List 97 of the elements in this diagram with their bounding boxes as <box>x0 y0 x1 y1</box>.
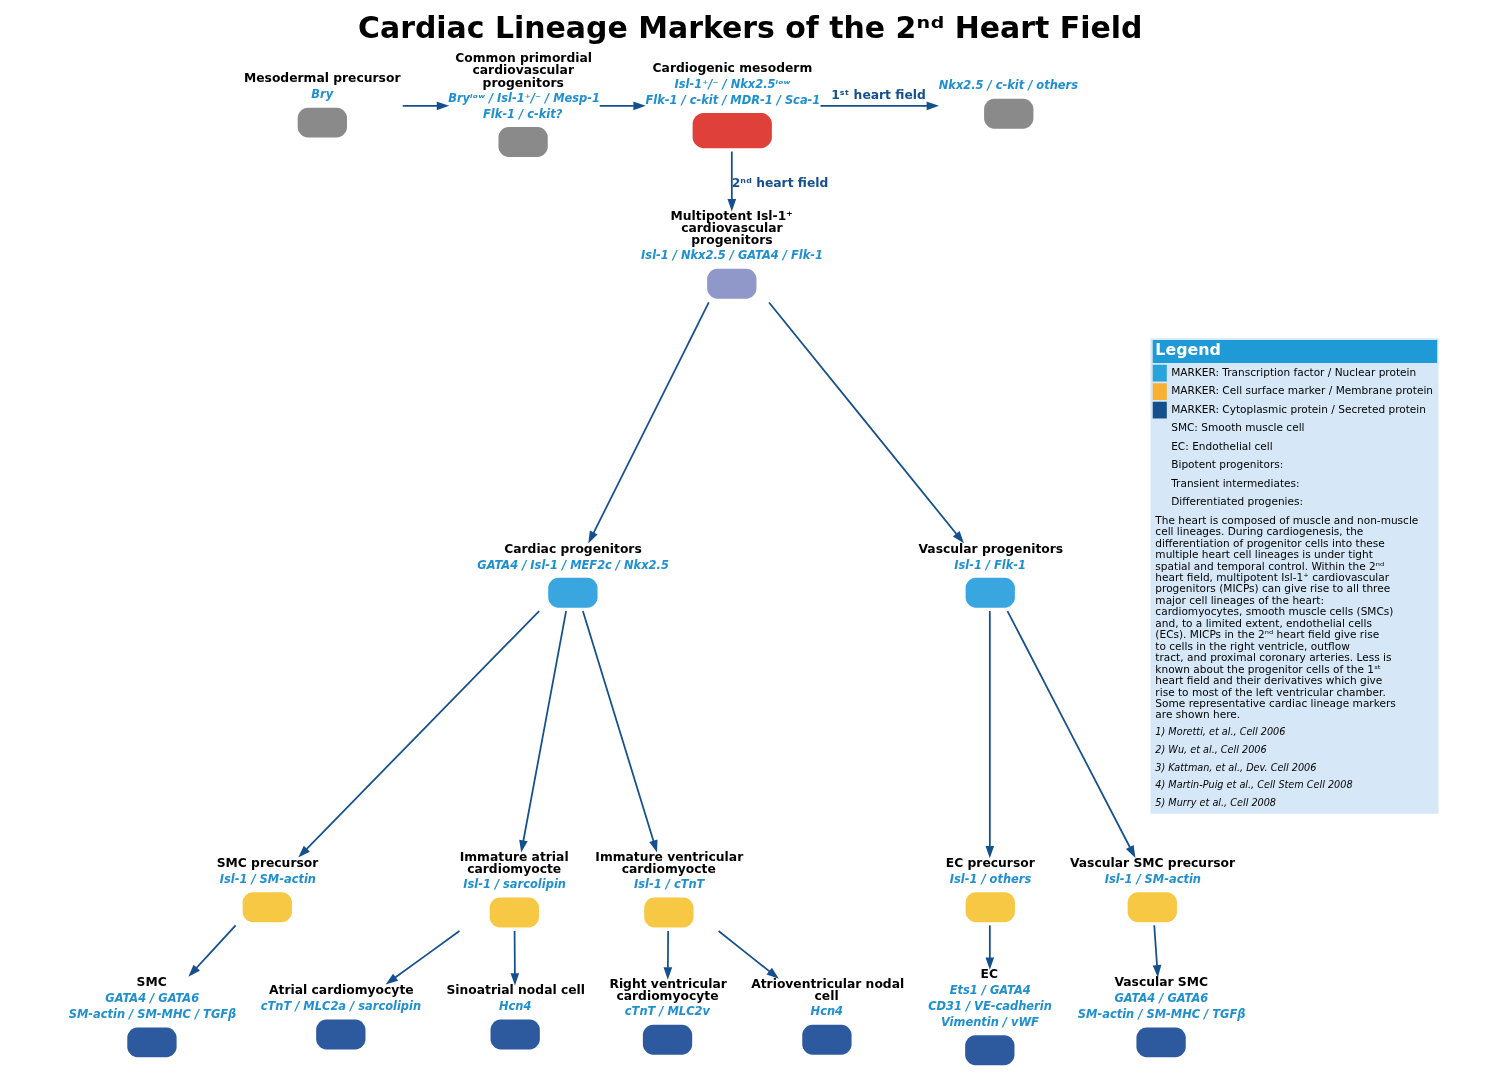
node-box <box>644 897 694 928</box>
arrow <box>768 301 964 544</box>
arrow <box>510 930 520 986</box>
node-box <box>548 577 598 608</box>
node-label: Vimentin / vWF <box>940 1015 1039 1029</box>
arrow <box>1006 610 1136 858</box>
node-label: EC <box>980 967 999 982</box>
node-label: Isl-1⁺/⁻ / Nkx2.5ˡᵒʷ <box>674 76 791 91</box>
label: 3) Kattman, et al., Dev. Cell 2006 <box>1155 761 1317 773</box>
arrow <box>588 301 710 544</box>
diagram-title: Cardiac Lineage Markers of the 2ⁿᵈ Heart Field <box>358 10 1143 46</box>
node-box <box>498 127 548 157</box>
node-box <box>1127 892 1177 923</box>
arrow <box>819 101 939 111</box>
arrow <box>519 610 567 853</box>
node-label: SM-actin / SM-MHC / TGFβ <box>1077 1007 1246 1022</box>
arrow <box>385 930 461 985</box>
arrow <box>401 101 450 111</box>
node-label: Bry <box>311 87 334 102</box>
node-box <box>642 1024 693 1055</box>
legend-label: MARKER: Cell surface marker / Membrane protein <box>1171 384 1434 397</box>
legend-label: Transient intermediates: <box>1171 476 1300 489</box>
node-label: Vascular progenitors <box>918 541 1064 556</box>
edge-label: 1ˢᵗ heart field <box>831 88 926 102</box>
node-label: SMC precursor <box>216 855 319 870</box>
node-label: Hcn4 <box>810 1004 844 1019</box>
node-label: Isl-1 / Flk-1 <box>954 557 1027 572</box>
arrow <box>598 101 646 111</box>
node-label: Isl-1 / cTnT <box>634 877 705 892</box>
node-label: Atrioventricular nodal cell <box>751 976 905 1004</box>
legend-label: Differentiated progenies: <box>1171 495 1304 508</box>
node-box <box>692 112 772 149</box>
node-label: EC precursor <box>945 855 1035 870</box>
arrow <box>1152 924 1162 978</box>
node-label: Ets1 / GATA4 <box>949 983 1031 998</box>
node-label: Nkx2.5 / c-kit / others <box>938 78 1079 93</box>
arrow <box>717 930 779 979</box>
node-label: SM-actin / SM-MHC / TGFβ <box>68 1007 237 1022</box>
arrow <box>188 924 237 977</box>
node-label: Bryˡᵒʷ / Isl-1⁺/⁻ / Mesp-1 <box>448 90 600 105</box>
arrow <box>985 924 995 970</box>
node-label: Isl-1 / others <box>949 871 1032 886</box>
legend-label: SMC: Smooth muscle cell <box>1171 421 1305 434</box>
arrow <box>298 610 540 858</box>
node-label: Multipotent Isl-1⁺ cardiovascular progenitors <box>670 208 793 248</box>
node-box <box>490 1019 540 1050</box>
node-label: Isl-1 / SM-actin <box>1104 871 1201 886</box>
node-label: Cardiogenic mesoderm <box>652 60 813 75</box>
node-label: Immature ventricular cardiomyocte <box>595 849 744 877</box>
node-box <box>489 897 539 928</box>
node-label: GATA4 / GATA6 <box>105 991 200 1006</box>
arrow <box>663 930 673 980</box>
node-label: Vascular SMC precursor <box>1069 855 1236 870</box>
node-box <box>127 1027 177 1058</box>
node-label: Isl-1 / sarcolipin <box>463 877 566 892</box>
node-label: GATA4 / GATA6 <box>1114 991 1209 1006</box>
node-label: Flk-1 / c-kit / MDR-1 / Sca-1 <box>645 92 821 107</box>
node-label: Atrial cardiomyocyte <box>269 983 414 998</box>
arrow <box>582 610 658 853</box>
node-box <box>984 98 1034 129</box>
legend-label: MARKER: Transcription factor / Nuclear protein <box>1171 365 1417 378</box>
node-label: Mesodermal precursor <box>243 71 401 86</box>
label: 1) Moretti, et al., Cell 2006 <box>1155 726 1286 738</box>
node-label: CD31 / VE-cadherin <box>928 999 1052 1014</box>
node-box <box>802 1024 852 1055</box>
legend-label: EC: Endothelial cell <box>1171 439 1273 452</box>
node-label: Immature atrial cardiomyocte <box>459 849 569 877</box>
node-label: SMC <box>136 975 167 990</box>
label: The heart is composed of muscle and non-muscle cell lineages. During cardiogenesis, the differentiation of progenitor cells into these multiple heart cell lineages is under tight spatial and temporal control. Within the 2ⁿᵈ heart field, multipotent Isl-1⁺ cardiovascular progenitors (MICPs) can give rise to all three major cell lineages of the heart: cardiomyocytes, smooth muscle cells (SMCs) and, to a limited extent, endothelial cells (ECs). MICPs in the 2ⁿᵈ heart field give rise to cells in the right ventricle, outflow tract, and proximal coronary arteries. Less is known about the progenitor cells of the 1ˢᵗ heart field and their derivatives which give rise to most of the left ventricular chamber. Some representative cardiac lineage markers are shown here. <box>1155 513 1419 721</box>
node-label: Right ventricular cardiomyocyte <box>609 976 727 1004</box>
node-label: Isl-1 / SM-actin <box>219 871 316 886</box>
label: 2) Wu, et al., Cell 2006 <box>1155 743 1267 755</box>
node-box <box>965 577 1015 608</box>
label: 5) Murry et al., Cell 2008 <box>1155 796 1277 808</box>
node-box <box>316 1019 366 1050</box>
legend-label: Bipotent progenitors: <box>1171 458 1284 471</box>
node-label: Sinoatrial nodal cell <box>446 983 586 998</box>
node-box <box>965 892 1015 923</box>
node-label: GATA4 / Isl-1 / MEF2c / Nkx2.5 <box>477 557 669 572</box>
node-box <box>1136 1027 1186 1058</box>
label: 4) Martin-Puig et al., Cell Stem Cell 2008 <box>1155 779 1353 791</box>
node-box <box>965 1035 1015 1066</box>
arrow <box>727 150 737 212</box>
legend-label: MARKER: Cytoplasmic protein / Secreted protein <box>1171 402 1426 415</box>
node-label: Flk-1 / c-kit? <box>483 106 563 121</box>
arrow <box>985 610 995 859</box>
node-label: cTnT / MLC2a / sarcolipin <box>260 999 422 1014</box>
node-label: Common primordial cardiovascular progenitors <box>455 51 592 90</box>
node-label: Cardiac progenitors <box>504 541 642 556</box>
node-label: Isl-1 / Nkx2.5 / GATA4 / Flk-1 <box>641 248 823 263</box>
label: Legend <box>1155 339 1221 359</box>
node-label: cTnT / MLC2v <box>624 1004 710 1019</box>
node-label: Vascular SMC <box>1114 975 1209 990</box>
node-box <box>242 892 292 923</box>
node-box <box>707 268 757 299</box>
node-label: Hcn4 <box>498 999 532 1014</box>
node-box <box>297 107 347 138</box>
